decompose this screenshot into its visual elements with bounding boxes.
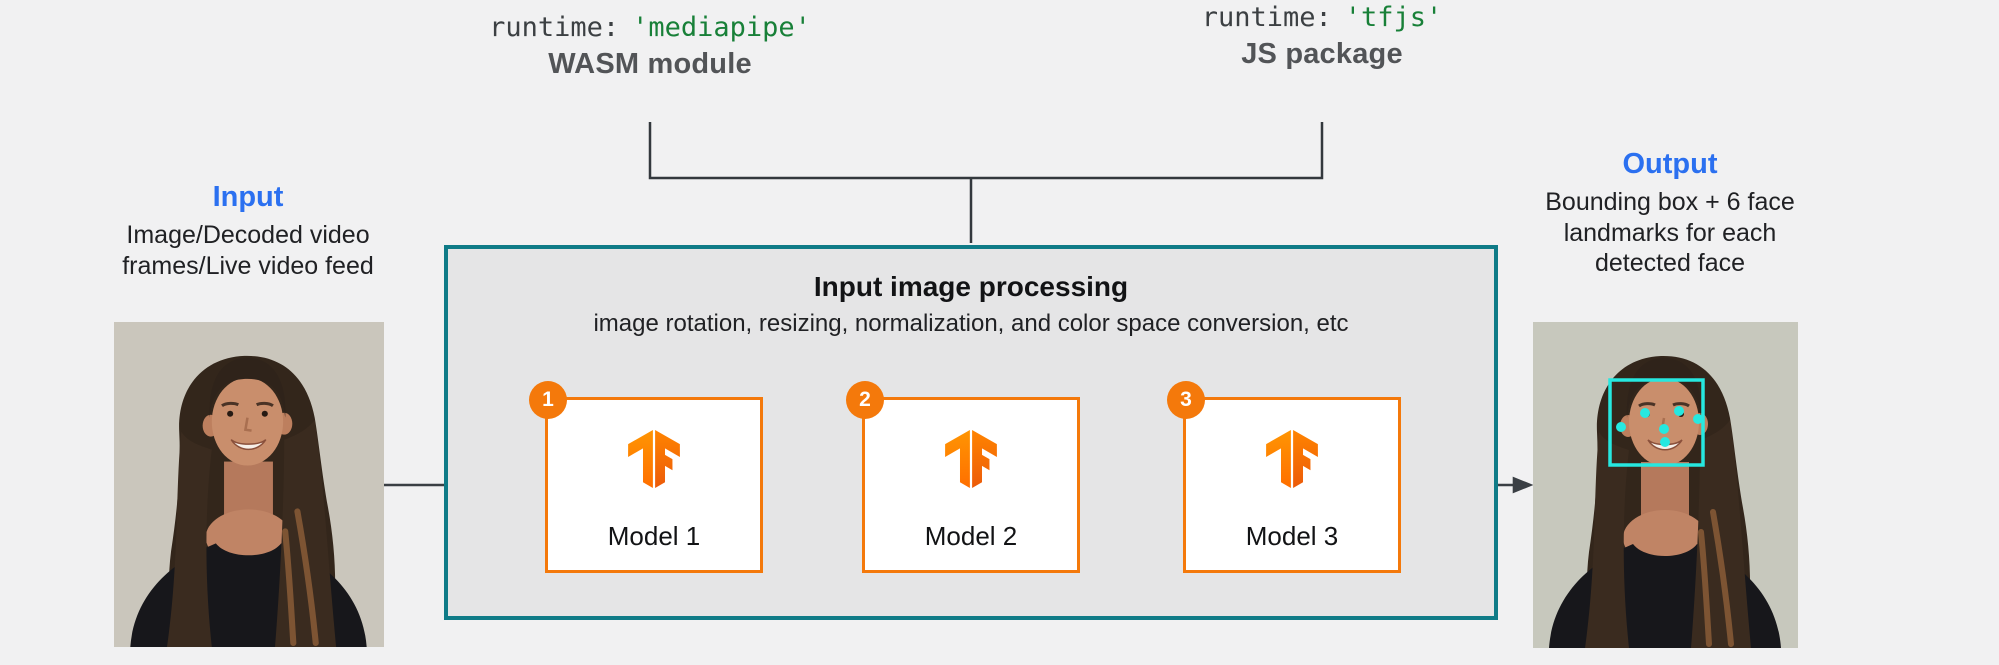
hair-top xyxy=(209,357,286,418)
input-title: Input xyxy=(212,181,284,213)
model-box-3: 3 Model 3 xyxy=(1167,381,1401,573)
step-badge-1: 1 xyxy=(529,381,567,419)
chest-skin xyxy=(205,509,292,566)
wasm-module-caption: WASM module xyxy=(548,48,752,80)
code-value: 'tfjs' xyxy=(1344,2,1443,33)
face-landmark-dot xyxy=(1659,424,1669,434)
person-portrait-illustration xyxy=(114,322,384,647)
hair-top xyxy=(1626,358,1702,418)
output-description: Bounding box + 6 face landmarks for each… xyxy=(1545,188,1795,277)
processing-panel: Input image processing image rotation, r… xyxy=(444,245,1498,620)
smile xyxy=(230,439,267,451)
step-badge-3: 3 xyxy=(1167,381,1205,419)
eyebrow-right xyxy=(255,401,274,408)
eyebrow-right xyxy=(1672,402,1690,408)
processing-title: Input image processing xyxy=(813,271,1129,302)
input-label-block: Input Image/Decoded video frames/Live vi… xyxy=(88,181,408,281)
person-portrait-illustration xyxy=(1533,322,1798,648)
hair-front-left xyxy=(1585,432,1629,648)
face-bounding-box xyxy=(1608,378,1705,467)
output-title: Output xyxy=(1622,148,1718,180)
eye-left xyxy=(227,410,234,417)
model-label: Model 2 xyxy=(924,521,1018,551)
face-landmark-dot xyxy=(1660,437,1670,447)
arrowhead-4 xyxy=(1512,476,1534,494)
model-box-2: 2 Model 2 xyxy=(846,381,1080,573)
runtime-mediapipe-label: runtime: 'mediapipe' WASM module xyxy=(400,12,900,81)
processing-subtitle: image rotation, resizing, normalization,… xyxy=(593,310,1349,337)
runtime-mediapipe-code: runtime: 'mediapipe' xyxy=(400,12,900,43)
face-landmark-dot xyxy=(1693,414,1703,424)
model-label: Model 3 xyxy=(1245,521,1339,551)
runtime-bracket-line xyxy=(648,122,1324,180)
eyebrow-left xyxy=(221,401,239,408)
hair-highlight xyxy=(282,508,319,647)
js-package-caption: JS package xyxy=(1241,38,1403,70)
hair-front-left xyxy=(166,431,212,647)
face-landmark-dot xyxy=(1674,406,1684,416)
hair-highlight xyxy=(1698,509,1734,647)
runtime-tfjs-code: runtime: 'tfjs' xyxy=(1072,2,1572,33)
nose xyxy=(243,417,252,432)
eye-right xyxy=(261,410,268,417)
eyebrow-left xyxy=(1638,402,1656,408)
code-prefix: runtime: xyxy=(489,12,620,43)
output-photo xyxy=(1533,322,1798,648)
code-value: 'mediapipe' xyxy=(632,12,811,43)
model-box-1: 1 Model 1 xyxy=(529,381,763,573)
input-photo xyxy=(114,322,384,647)
face-landmark-dot xyxy=(1640,408,1650,418)
runtime-tfjs-label: runtime: 'tfjs' JS package xyxy=(1072,2,1572,71)
model-label: Model 1 xyxy=(607,521,701,551)
input-description: Image/Decoded video frames/Live video fe… xyxy=(122,221,374,280)
tensorflow-icon xyxy=(945,430,997,488)
code-prefix: runtime: xyxy=(1201,2,1332,33)
chest-skin xyxy=(1623,510,1707,566)
output-label-block: Output Bounding box + 6 face landmarks f… xyxy=(1510,148,1830,279)
tensorflow-icon xyxy=(1266,430,1318,488)
tensorflow-icon xyxy=(628,430,680,488)
face-landmark-dot xyxy=(1616,422,1626,432)
step-badge-2: 2 xyxy=(846,381,884,419)
